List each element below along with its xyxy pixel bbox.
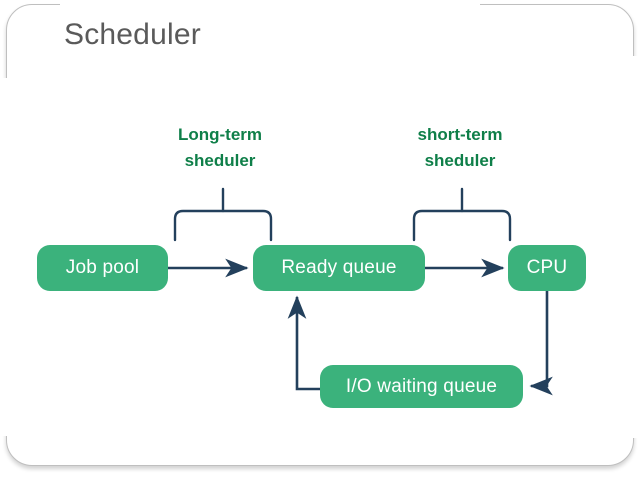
long-term-scheduler-label-line1: Long-term bbox=[177, 125, 263, 144]
node-job-pool[interactable]: Job pool bbox=[37, 245, 168, 291]
node-io-waiting-queue[interactable]: I/O waiting queue bbox=[320, 365, 523, 408]
slide-title: Scheduler bbox=[64, 18, 201, 51]
long-term-scheduler-label: Long-term sheduler bbox=[120, 122, 320, 175]
short-term-scheduler-label-line2: sheduler bbox=[424, 151, 496, 171]
short-term-scheduler-label: short-term sheduler bbox=[360, 122, 560, 175]
slide-edge-mask-left bbox=[0, 78, 9, 436]
node-ready-queue[interactable]: Ready queue bbox=[253, 245, 425, 291]
long-term-scheduler-label-line2: sheduler bbox=[184, 151, 256, 171]
slide-edge-mask-top bbox=[60, 0, 480, 5]
node-cpu[interactable]: CPU bbox=[508, 245, 586, 291]
short-term-scheduler-label-line1: short-term bbox=[417, 125, 503, 144]
slide-edge-mask-right bbox=[629, 56, 638, 438]
